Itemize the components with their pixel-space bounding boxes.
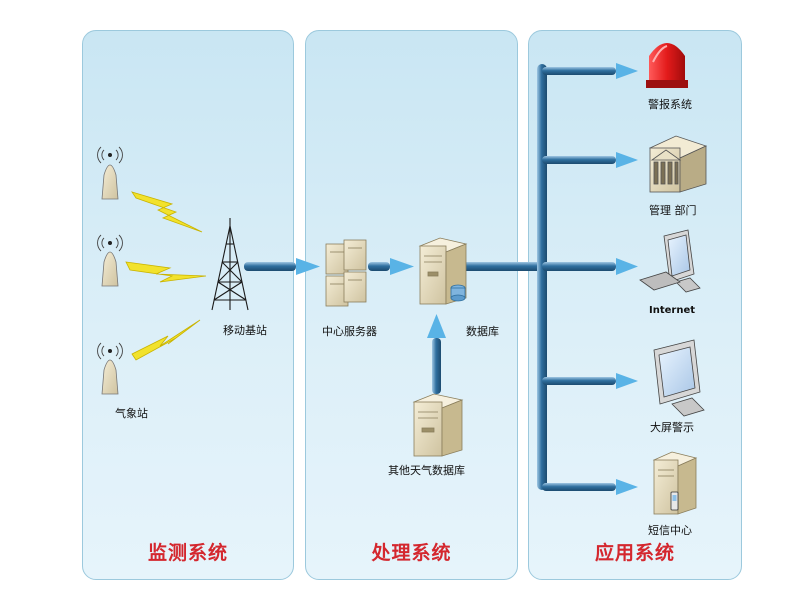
cell-tower-icon [211, 218, 249, 311]
link-server-database [368, 258, 414, 275]
internet-label: Internet [649, 305, 696, 316]
internet-computer-icon [639, 229, 701, 293]
management-dept-label: 管理 部门 [649, 204, 697, 217]
base-station-label: 移动基站 [223, 324, 267, 337]
monitoring-system-panel: 监测系统 [82, 30, 294, 580]
building-icon [648, 135, 708, 193]
processing-system-title: 处理系统 [371, 542, 452, 564]
sms-server-icon [652, 451, 698, 515]
application-bus [537, 64, 547, 490]
link-tower-server [244, 258, 320, 275]
server-rack-icon [325, 239, 367, 307]
central-server-label: 中心服务器 [322, 325, 377, 338]
other-database-server-icon [412, 393, 464, 457]
lightning-icon [125, 191, 207, 361]
link-otherdb-database [427, 314, 446, 394]
application-system-title: 应用系统 [594, 542, 675, 564]
monitor-icon [653, 339, 705, 417]
big-screen-alert-label: 大屏警示 [650, 421, 694, 434]
weather-station-label: 气象站 [115, 407, 148, 420]
database-label: 数据库 [466, 325, 499, 338]
link-database-bus [462, 262, 544, 271]
alarm-system-label: 警报系统 [648, 98, 692, 111]
sms-center-label: 短信中心 [648, 524, 692, 537]
monitoring-system-title: 监测系统 [147, 542, 228, 564]
other-weather-database-label: 其他天气数据库 [388, 464, 465, 477]
weather-station-icon [97, 146, 123, 395]
database-server-icon [418, 237, 468, 305]
alarm-siren-icon [646, 43, 688, 88]
branch-arrows [542, 63, 638, 495]
